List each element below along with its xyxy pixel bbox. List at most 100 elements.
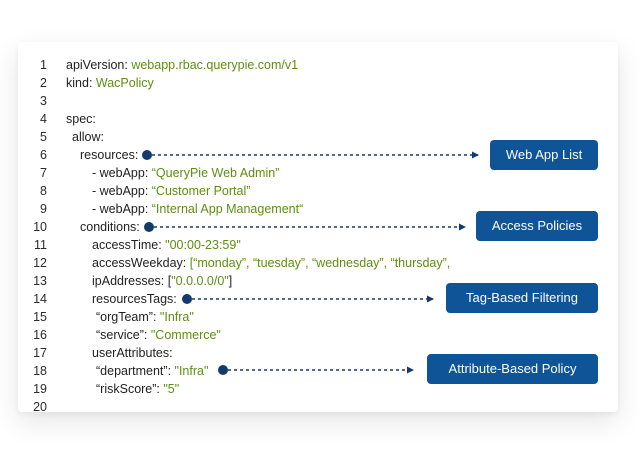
code-value: “Customer Portal” bbox=[151, 184, 251, 198]
code-text: “riskScore”: "5" bbox=[96, 380, 179, 398]
code-key: - webApp bbox=[92, 166, 145, 180]
code-key: conditions: bbox=[80, 220, 140, 234]
code-line: 9 - webApp: “Internal App Management“ bbox=[18, 200, 618, 218]
code-line: 7 - webApp: “QueryPie Web Admin” bbox=[18, 164, 618, 182]
code-value: “QueryPie Web Admin” bbox=[151, 166, 280, 180]
line-number: 19 bbox=[33, 382, 47, 396]
line-number: 18 bbox=[33, 364, 47, 378]
code-separator: : bbox=[182, 256, 190, 270]
code-key: allow: bbox=[72, 130, 104, 144]
code-key: resources: bbox=[80, 148, 139, 162]
line-number: 16 bbox=[33, 328, 47, 342]
line-number: 13 bbox=[33, 274, 47, 288]
code-line: 19 “riskScore”: "5" bbox=[18, 380, 618, 398]
code-key: “department” bbox=[96, 364, 168, 378]
code-separator: : [ bbox=[160, 274, 172, 288]
line-number: 10 bbox=[33, 220, 47, 234]
code-separator: : bbox=[144, 202, 152, 216]
code-value: "Infra" bbox=[174, 364, 209, 378]
code-text: accessWeekday: [“monday”, “tuesday”, “we… bbox=[92, 254, 450, 272]
code-text: - webApp: “Internal App Management“ bbox=[92, 200, 303, 218]
line-number: 12 bbox=[33, 256, 47, 270]
line-number: 4 bbox=[40, 112, 47, 126]
callout-access-policies: Access Policies bbox=[476, 211, 598, 241]
code-line: 12 accessWeekday: [“monday”, “tuesday”, “… bbox=[18, 254, 618, 272]
code-text: allow: bbox=[72, 128, 104, 146]
line-number: 8 bbox=[40, 184, 47, 198]
code-separator: : bbox=[143, 328, 151, 342]
code-value: "00:00-23:59" bbox=[165, 238, 241, 252]
code-line: 15 “orgTeam”: "Infra" bbox=[18, 308, 618, 326]
code-separator: : bbox=[158, 238, 166, 252]
code-key: apiVersion bbox=[66, 58, 125, 72]
code-tail: ] bbox=[228, 274, 233, 288]
code-key: userAttributes: bbox=[92, 346, 173, 360]
code-line: 10 conditions: bbox=[18, 218, 618, 236]
code-text: “orgTeam”: "Infra" bbox=[96, 308, 194, 326]
code-line: 14 resourcesTags: bbox=[18, 290, 618, 308]
code-text: ipAddresses: ["0.0.0.0/0"] bbox=[92, 272, 232, 290]
callout-tag-based-filtering: Tag-Based Filtering bbox=[446, 283, 598, 313]
code-line: 11 accessTime: "00:00-23:59" bbox=[18, 236, 618, 254]
line-number: 20 bbox=[33, 400, 47, 414]
code-value: "5" bbox=[163, 382, 180, 396]
code-text: - webApp: “QueryPie Web Admin” bbox=[92, 164, 279, 182]
code-separator: : bbox=[144, 166, 152, 180]
code-text: userAttributes: bbox=[92, 344, 173, 362]
line-number: 9 bbox=[40, 202, 47, 216]
line-number: 7 bbox=[40, 166, 47, 180]
code-value: "0.0.0.0/0" bbox=[171, 274, 229, 288]
code-text: “department”: "Infra" bbox=[96, 362, 208, 380]
code-text: conditions: bbox=[80, 218, 140, 236]
code-key: kind bbox=[66, 76, 89, 90]
code-separator: : bbox=[144, 184, 152, 198]
code-separator: : bbox=[167, 364, 175, 378]
line-number: 3 bbox=[40, 94, 47, 108]
code-value: webapp.rbac.querypie.com/v1 bbox=[131, 58, 299, 72]
code-text: “service”: "Commerce" bbox=[96, 326, 221, 344]
code-key: spec: bbox=[66, 112, 96, 126]
code-key: “riskScore” bbox=[96, 382, 157, 396]
code-key: “service” bbox=[96, 328, 144, 342]
code-separator: : bbox=[88, 76, 96, 90]
code-key: “orgTeam” bbox=[96, 310, 153, 324]
code-line: 3 bbox=[18, 92, 618, 110]
code-text: spec: bbox=[66, 110, 96, 128]
code-key: ipAddresses bbox=[92, 274, 161, 288]
code-text: accessTime: "00:00-23:59" bbox=[92, 236, 241, 254]
code-key: - webApp bbox=[92, 202, 145, 216]
code-line: 16 “service”: "Commerce" bbox=[18, 326, 618, 344]
line-number: 5 bbox=[40, 130, 47, 144]
code-text: resourcesTags: bbox=[92, 290, 177, 308]
code-line: 17 userAttributes: bbox=[18, 344, 618, 362]
code-line: 5 allow: bbox=[18, 128, 618, 146]
code-text: resources: bbox=[80, 146, 138, 164]
line-number: 14 bbox=[33, 292, 47, 306]
code-value: WacPolicy bbox=[95, 76, 154, 90]
code-line: 18 “department”: "Infra" bbox=[18, 362, 618, 380]
callout-web-app-list: Web App List bbox=[490, 140, 598, 170]
code-separator: : bbox=[152, 310, 160, 324]
code-value: "Commerce" bbox=[150, 328, 221, 342]
line-number: 17 bbox=[33, 346, 47, 360]
code-separator: : bbox=[156, 382, 164, 396]
code-line: 4 spec: bbox=[18, 110, 618, 128]
code-line: 8 - webApp: “Customer Portal” bbox=[18, 182, 618, 200]
code-key: resourcesTags: bbox=[92, 292, 177, 306]
code-text: apiVersion: webapp.rbac.querypie.com/v1 bbox=[66, 56, 298, 74]
code-key: accessWeekday bbox=[92, 256, 183, 270]
line-number: 2 bbox=[40, 76, 47, 90]
code-key: - webApp bbox=[92, 184, 145, 198]
line-number: 11 bbox=[34, 238, 47, 252]
code-key: accessTime bbox=[92, 238, 159, 252]
code-line: 20 bbox=[18, 398, 618, 416]
code-line: 2 kind: WacPolicy bbox=[18, 74, 618, 92]
code-separator: : bbox=[124, 58, 132, 72]
line-number: 15 bbox=[33, 310, 47, 324]
code-text: kind: WacPolicy bbox=[66, 74, 154, 92]
code-value: "Infra" bbox=[159, 310, 194, 324]
code-value: [“monday”, “tuesday”, “wednesday”, “thur… bbox=[189, 256, 451, 270]
